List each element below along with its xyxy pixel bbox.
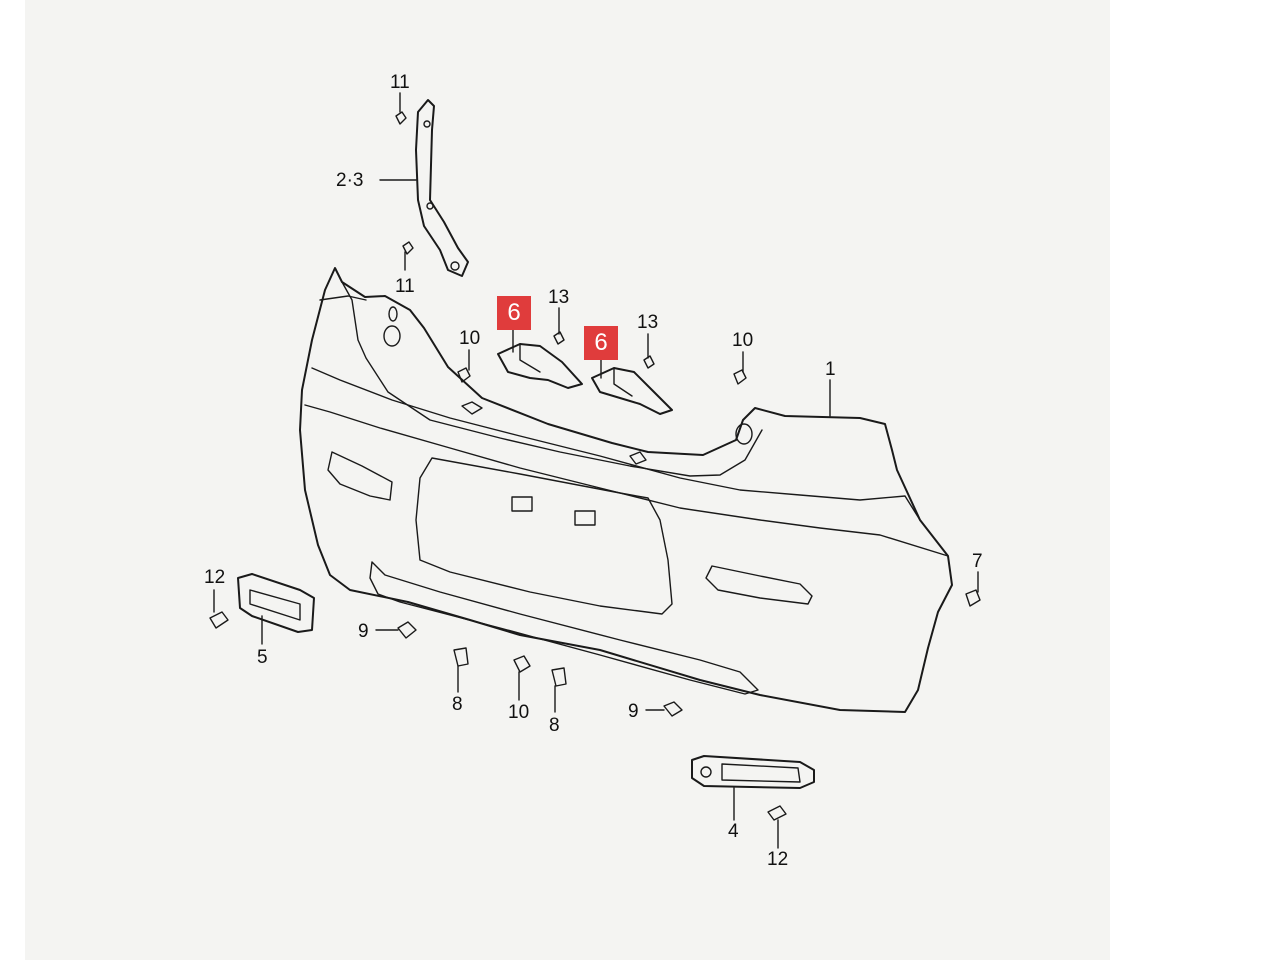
callout-13-right: 13	[637, 312, 659, 333]
callout-13-left: 13	[548, 287, 570, 308]
callout-10-right: 10	[732, 330, 754, 351]
fasteners	[209, 111, 981, 821]
highlight-badge-6-right: 6	[584, 326, 618, 360]
bumper-cover	[299, 267, 953, 713]
callout-9-left: 9	[358, 621, 369, 642]
upper-retainer-right	[591, 367, 673, 415]
highlight-badge-6-left: 6	[497, 296, 531, 330]
callout-9-right: 9	[628, 701, 639, 722]
side-lamp-right	[691, 755, 815, 789]
leader-lines	[213, 92, 979, 849]
callout-10-left: 10	[459, 328, 481, 349]
callout-12-left: 12	[204, 567, 226, 588]
callout-2-3: 2·3	[336, 170, 364, 191]
callout-12-right: 12	[767, 849, 789, 870]
callout-1: 1	[825, 359, 836, 380]
callout-11-bottom: 11	[395, 276, 415, 297]
upper-retainer-left	[497, 343, 583, 389]
side-bracket	[415, 99, 469, 277]
callout-11-top: 11	[390, 72, 410, 93]
callout-5: 5	[257, 647, 268, 668]
callout-7: 7	[972, 551, 983, 572]
callout-8-right: 8	[549, 715, 560, 736]
callout-10-bottom: 10	[508, 702, 530, 723]
side-lamp-left	[237, 573, 315, 633]
callout-4: 4	[728, 821, 739, 842]
callout-8-left: 8	[452, 694, 463, 715]
